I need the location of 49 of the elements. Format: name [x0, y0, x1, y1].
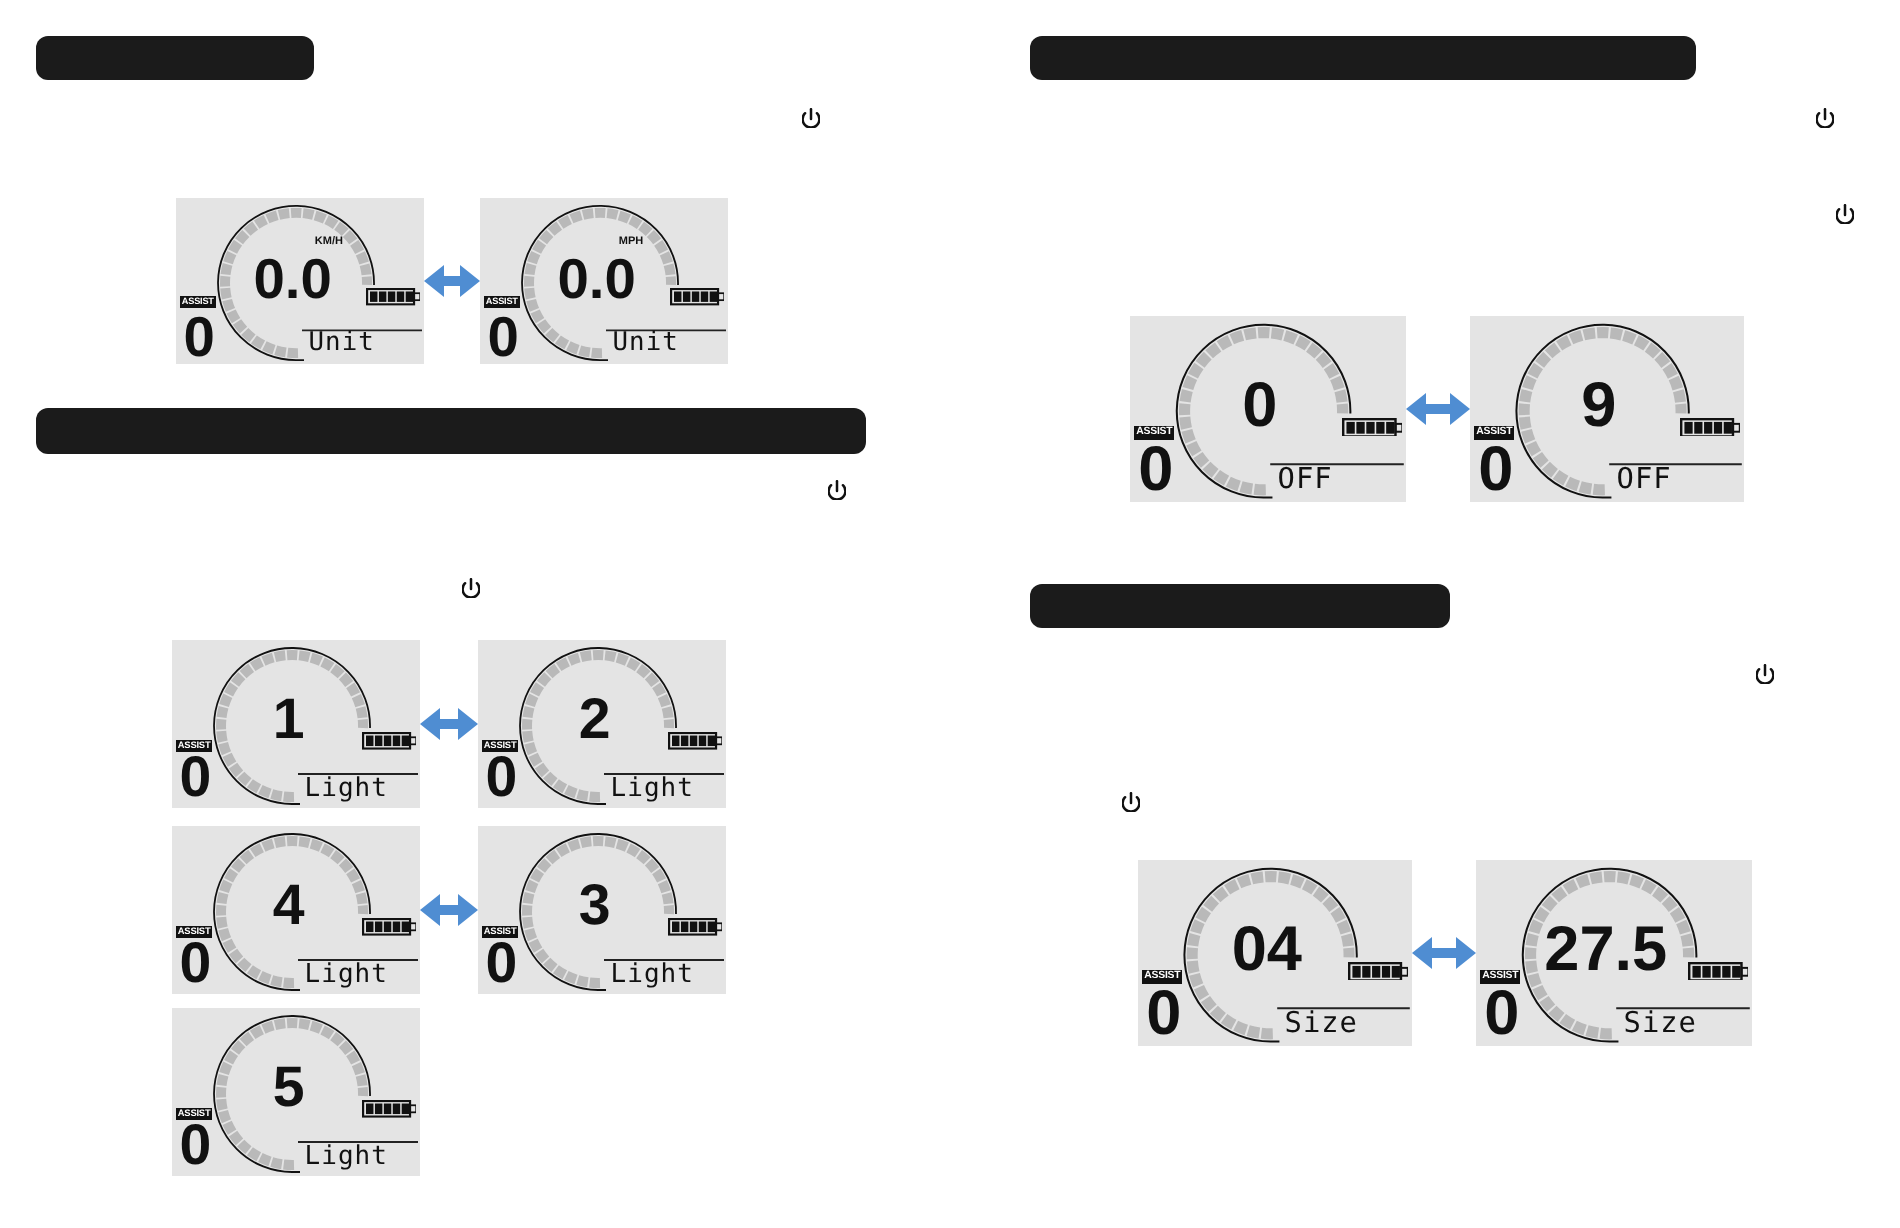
readout-digits: 0.0 [253, 250, 332, 307]
lcd-screen [172, 1008, 420, 1176]
mode-text: Light [304, 775, 388, 802]
mode-text: Light [610, 775, 694, 802]
double-headed-arrow [424, 265, 480, 297]
mode-text: Light [304, 1143, 388, 1170]
lcd-screen [172, 640, 420, 808]
lcd-screen [478, 826, 726, 994]
lcd-screen [176, 198, 424, 364]
mode-text: OFF [1277, 465, 1333, 495]
double-headed-arrow [1412, 937, 1476, 969]
assist-level-digit: 0 [1146, 982, 1182, 1046]
lcd-screen [1476, 860, 1752, 1046]
mode-text: Size [1623, 1009, 1697, 1039]
mode-text: OFF [1616, 465, 1672, 495]
readout-digits: 4 [272, 878, 305, 936]
assist-level-digit: 0 [1484, 982, 1520, 1046]
mode-text: Light [610, 961, 694, 988]
assist-level-digit: 0 [485, 750, 518, 808]
mode-text: Unit [612, 331, 679, 358]
assist-level-digit: 0 [485, 936, 518, 994]
readout-digits: 1 [272, 692, 305, 750]
readout-digits: 0 [1242, 374, 1278, 438]
lcd-screen [480, 198, 728, 364]
lcd-screen [1470, 316, 1744, 502]
mode-text: Light [304, 961, 388, 988]
lcd-screen [1130, 316, 1406, 502]
mode-text: Unit [308, 331, 375, 358]
double-headed-arrow [420, 708, 478, 740]
readout-digits: 5 [272, 1060, 305, 1118]
readout-digits: 2 [578, 692, 611, 750]
readout-digits: 3 [578, 878, 611, 936]
lcd-screen [172, 826, 420, 994]
readout-digits: 9 [1581, 374, 1617, 438]
double-headed-arrow [1406, 393, 1470, 425]
double-headed-arrow [420, 894, 478, 926]
readout-digits: 04 [1231, 918, 1302, 982]
assist-level-digit: 0 [183, 307, 215, 364]
assist-level-digit: 0 [179, 936, 212, 994]
mode-text: Size [1284, 1009, 1358, 1039]
assist-level-digit: 0 [1138, 438, 1174, 502]
lcd-screen [478, 640, 726, 808]
assist-level-digit: 0 [1478, 438, 1514, 502]
assist-level-digit: 0 [179, 1118, 212, 1176]
assist-level-digit: 0 [487, 307, 519, 364]
lcd-screen [1138, 860, 1412, 1046]
readout-digits: 0.0 [557, 250, 636, 307]
readout-digits: 27.5 [1544, 918, 1668, 982]
assist-level-digit: 0 [179, 750, 212, 808]
